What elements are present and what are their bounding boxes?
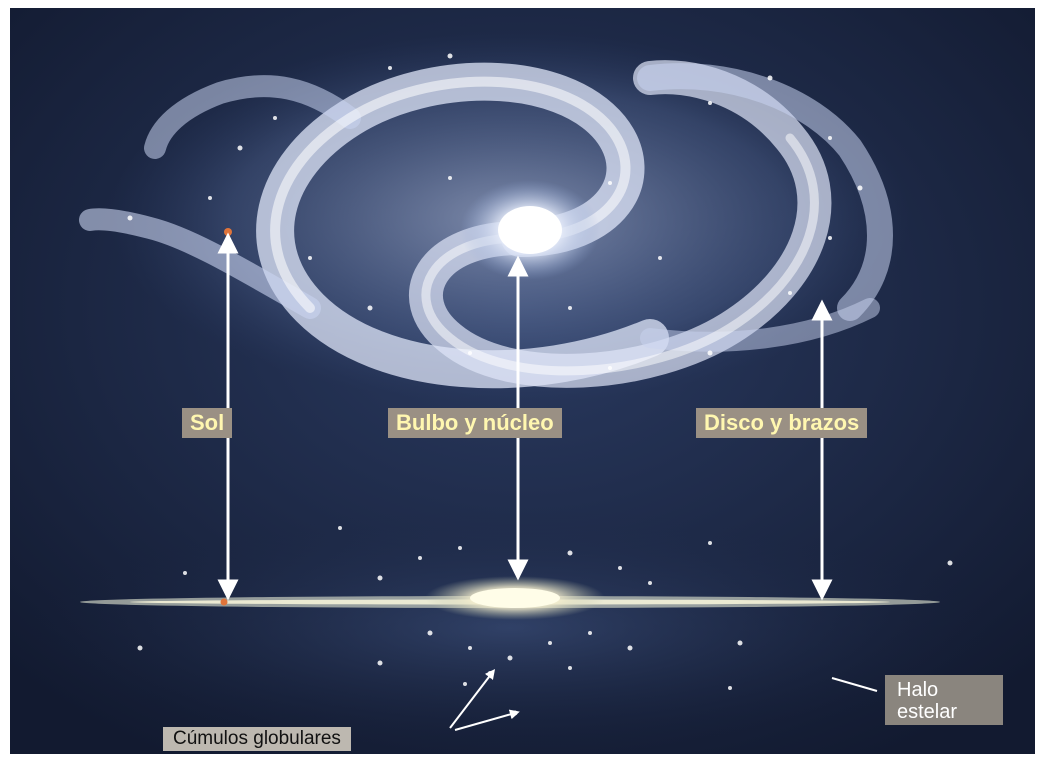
halo-pointer-line xyxy=(831,677,878,692)
sun-marker-top xyxy=(224,228,232,236)
label-cumulos-globulares: Cúmulos globulares xyxy=(163,727,351,751)
label-halo-estelar: Halo estelar xyxy=(885,675,1003,725)
label-bulbo-nucleo: Bulbo y núcleo xyxy=(388,408,562,438)
label-disco-brazos: Disco y brazos xyxy=(696,408,868,438)
galaxy-edge-on xyxy=(30,508,990,748)
cumulos-arrow-1 xyxy=(449,669,496,729)
galaxy-illustration: Sol Bulbo y núcleo Disco y brazos Halo e… xyxy=(10,8,1035,754)
sun-marker-side xyxy=(220,598,228,606)
label-sol: Sol xyxy=(182,408,233,438)
galaxy-artwork xyxy=(10,8,1035,754)
spiral-galaxy-face-on xyxy=(79,33,910,403)
small-arrows xyxy=(449,669,878,731)
cumulos-arrow-2 xyxy=(454,709,520,731)
